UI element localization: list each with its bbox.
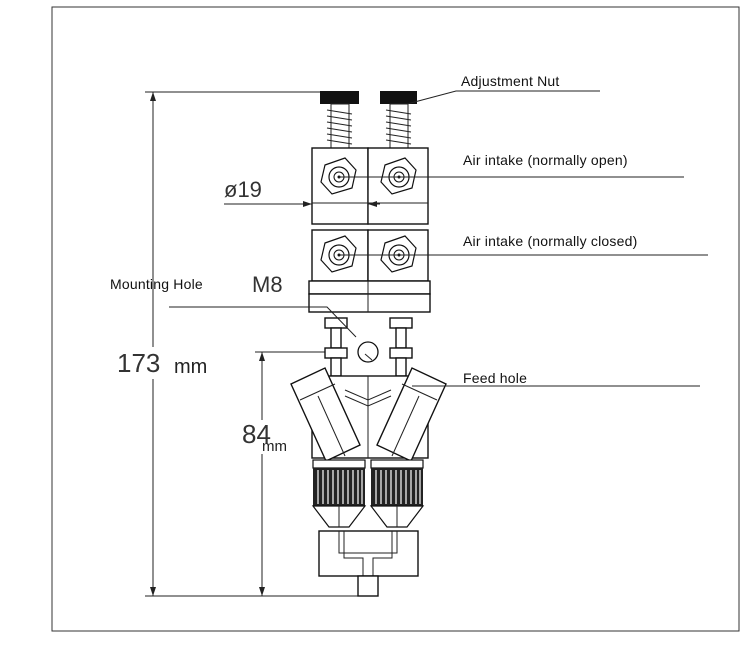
adjustment-nut-right <box>380 91 417 104</box>
spring-left <box>326 103 353 149</box>
dimension-lower-height-unit: mm <box>262 438 287 455</box>
valve-shafts <box>324 317 413 377</box>
knurled-nut-right <box>369 459 425 528</box>
label-mounting-thread: M8 <box>252 272 283 297</box>
label-mounting-hole: Mounting Hole <box>110 276 203 292</box>
mounting-hole <box>357 341 379 363</box>
spring-right <box>385 103 412 149</box>
drawing-border <box>51 6 740 632</box>
mounting-plate <box>308 280 431 313</box>
dimension-total-height-value: 173 <box>117 348 160 378</box>
label-air-intake-open: Air intake (normally open) <box>463 152 628 168</box>
label-adjustment-nut: Adjustment Nut <box>461 73 560 89</box>
manifold <box>318 530 419 597</box>
label-air-intake-closed: Air intake (normally closed) <box>463 233 637 249</box>
height-dimension-173 <box>145 91 360 597</box>
leader-lines <box>169 90 708 387</box>
dimension-lower-height-value: 84 <box>242 419 271 449</box>
dimension-total-height-unit: mm <box>174 356 207 378</box>
height-dimension-84 <box>255 351 345 596</box>
knurled-nut-left <box>311 459 367 528</box>
dimension-width: ø19 <box>224 177 262 202</box>
label-feed-hole: Feed hole <box>463 370 527 386</box>
nozzle-housing-left <box>290 367 361 462</box>
nozzle-housing-right <box>376 367 447 462</box>
adjustment-nut-left <box>320 91 359 104</box>
diameter-dimension <box>224 190 380 224</box>
